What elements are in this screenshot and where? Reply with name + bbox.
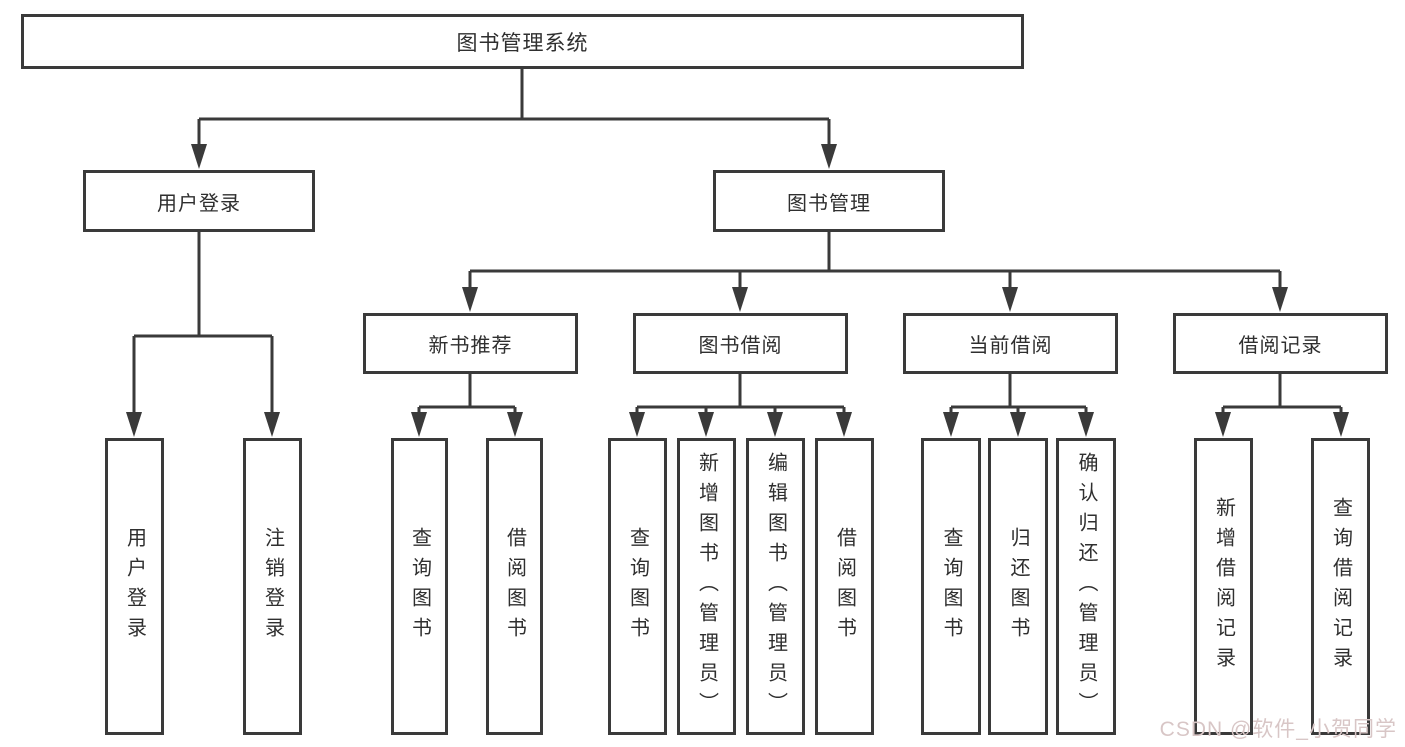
- leaf-query-books-2: 查询图书: [608, 438, 667, 735]
- leaf-borrow-books-1: 借阅图书: [486, 438, 543, 735]
- leaf-confirm-return-admin: 确认归还（管理员）: [1056, 438, 1116, 735]
- leaf-query-books-3: 查询图书: [921, 438, 981, 735]
- node-book-borrow: 图书借阅: [633, 313, 848, 374]
- leaf-logout: 注销登录: [243, 438, 302, 735]
- node-root: 图书管理系统: [21, 14, 1024, 69]
- leaf-add-book-admin: 新增图书（管理员）: [677, 438, 736, 735]
- node-borrow-records: 借阅记录: [1173, 313, 1388, 374]
- csdn-watermark: CSDN @软件_小贺同学: [1159, 718, 1397, 741]
- leaf-return-books: 归还图书: [988, 438, 1048, 735]
- node-user-login: 用户登录: [83, 170, 315, 232]
- leaf-query-borrow-record: 查询借阅记录: [1311, 438, 1370, 735]
- node-new-book-recommend: 新书推荐: [363, 313, 578, 374]
- leaf-query-books-1: 查询图书: [391, 438, 448, 735]
- leaf-add-borrow-record: 新增借阅记录: [1194, 438, 1253, 735]
- node-book-management: 图书管理: [713, 170, 945, 232]
- leaf-user-login: 用户登录: [105, 438, 164, 735]
- leaf-edit-book-admin: 编辑图书（管理员）: [746, 438, 805, 735]
- leaf-borrow-books-2: 借阅图书: [815, 438, 874, 735]
- node-current-borrow: 当前借阅: [903, 313, 1118, 374]
